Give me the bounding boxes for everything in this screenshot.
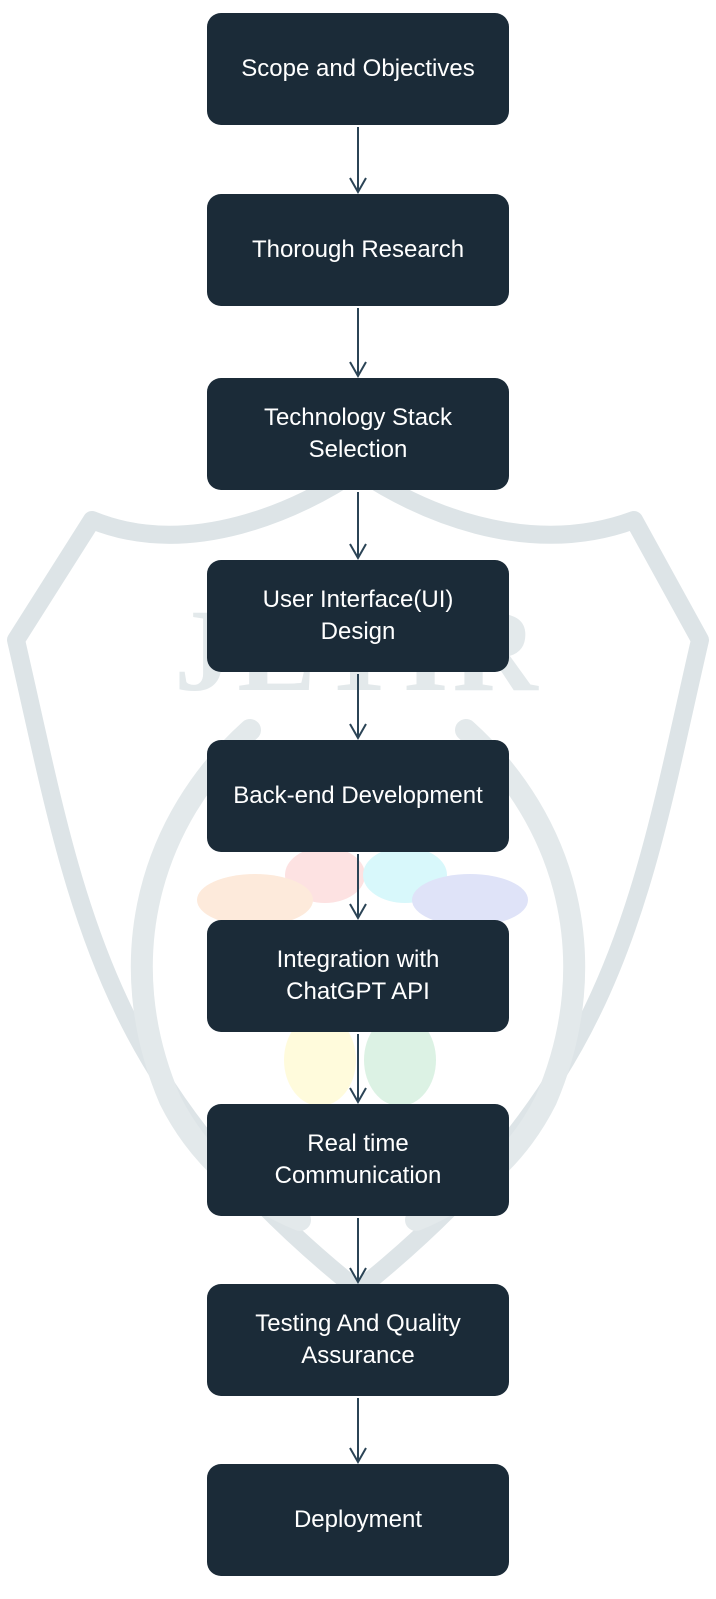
connector-arrows <box>349 127 367 1465</box>
step-box: Deployment <box>207 1464 509 1576</box>
arrowhead <box>349 1447 367 1465</box>
step-box: User Interface(UI) Design <box>207 560 509 672</box>
watermark-petals <box>197 847 528 1106</box>
watermark-petal <box>197 874 313 926</box>
step-label: Integration with ChatGPT API <box>276 946 440 1005</box>
arrowhead <box>349 1087 367 1105</box>
arrowhead <box>349 177 367 195</box>
arrowhead <box>349 361 367 379</box>
step-label: Technology Stack Selection <box>263 404 453 463</box>
step-box: Testing And Quality Assurance <box>207 1284 509 1396</box>
arrowhead <box>349 1267 367 1285</box>
step-box: Back-end Development <box>207 740 509 852</box>
watermark-petal <box>412 874 528 926</box>
arrowhead <box>349 543 367 561</box>
step-box: Scope and Objectives <box>207 13 509 125</box>
step-label: User Interface(UI) Design <box>262 586 454 645</box>
step-label: Scope and Objectives <box>241 55 475 82</box>
arrowhead <box>349 903 367 921</box>
watermark-petal <box>284 1014 356 1106</box>
watermark-petal <box>364 1014 436 1106</box>
arrowhead <box>349 723 367 741</box>
step-label: Thorough Research <box>251 236 465 263</box>
step-label: Testing And Quality Assurance <box>255 1310 461 1369</box>
step-label: Deployment <box>293 1506 423 1533</box>
step-label: Back-end Development <box>233 782 483 809</box>
step-box: Integration with ChatGPT API <box>207 920 509 1032</box>
step-box: Technology Stack Selection <box>207 378 509 490</box>
step-box: Real time Communication <box>207 1104 509 1216</box>
step-label: Real time Communication <box>274 1130 442 1189</box>
step-box: Thorough Research <box>207 194 509 306</box>
